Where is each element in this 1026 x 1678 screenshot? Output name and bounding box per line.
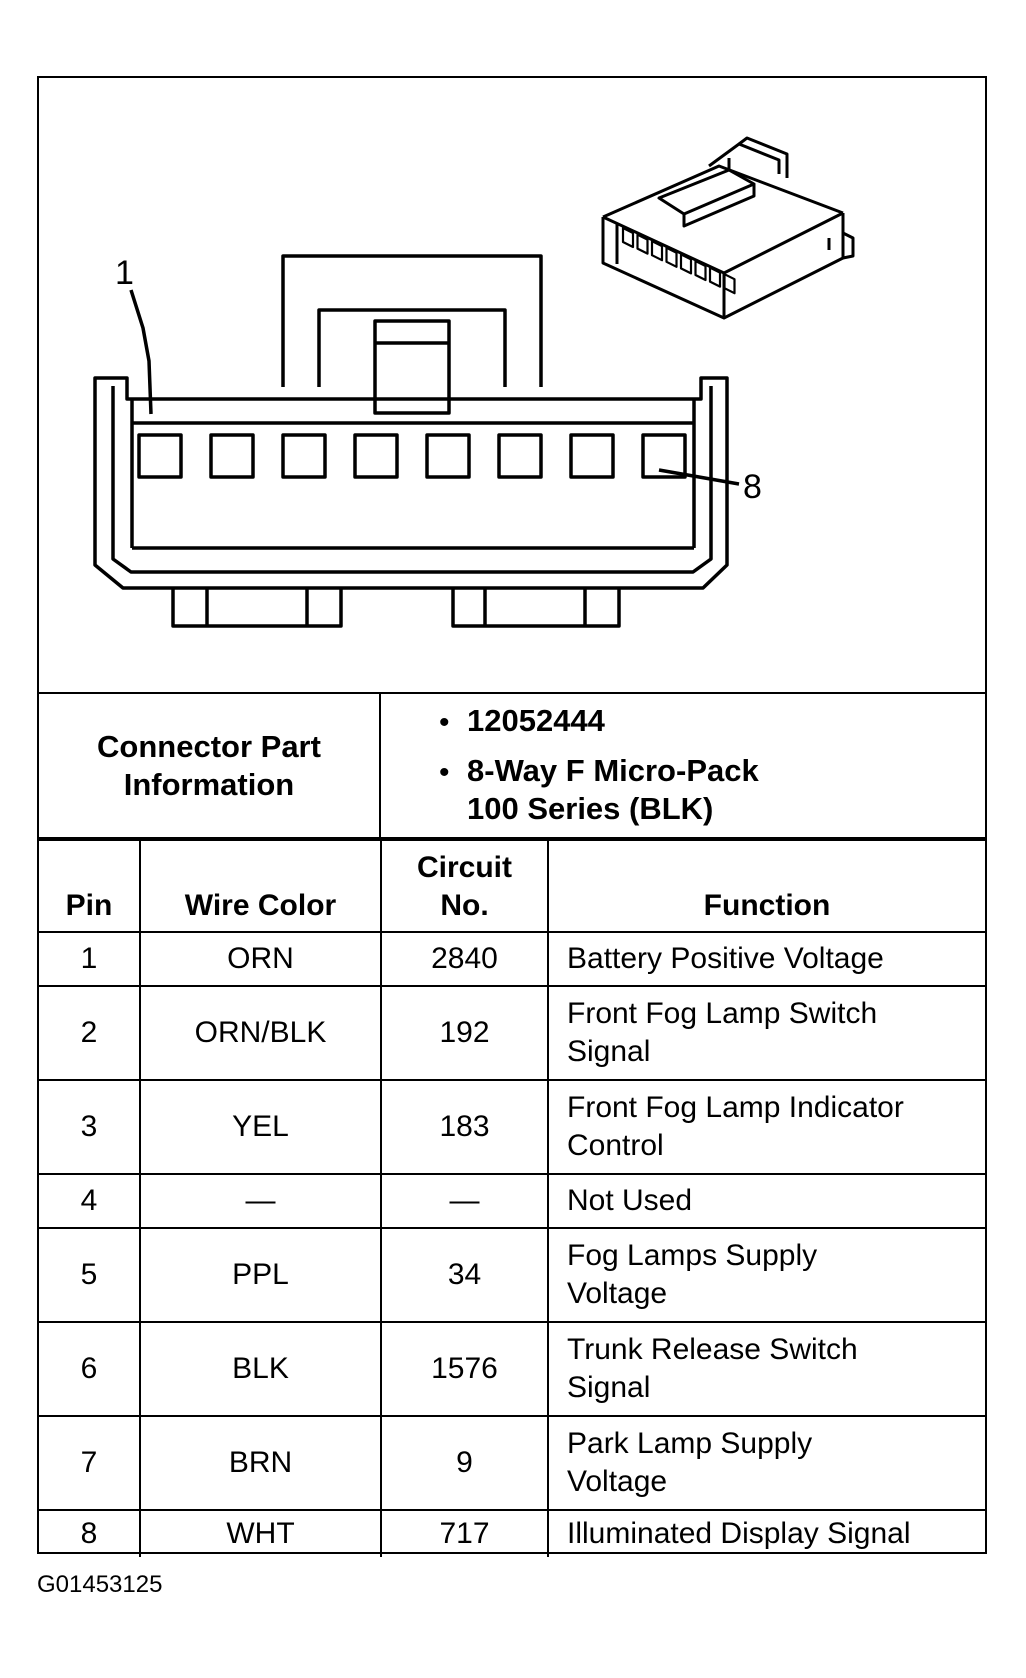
connector-diagram: 1 8 bbox=[93, 136, 855, 628]
pin-cavity bbox=[209, 433, 255, 479]
pin-8-leader bbox=[658, 468, 740, 486]
header-circuit-line1: Circuit bbox=[416, 851, 512, 884]
pin-cell: 2 bbox=[39, 985, 141, 1081]
pin-cell: 4 bbox=[39, 1173, 141, 1229]
pin-1-leader bbox=[129, 289, 153, 415]
function-line1: Trunk Release Switch bbox=[567, 1333, 858, 1366]
header-circuit-no: Circuit No. bbox=[380, 839, 549, 933]
circuit-cell: 183 bbox=[380, 1079, 549, 1175]
pin-8-label: 8 bbox=[743, 468, 762, 506]
wire-color-cell: WHT bbox=[139, 1509, 382, 1557]
function-line1: Battery Positive Voltage bbox=[567, 942, 884, 975]
header-circuit-line2: No. bbox=[440, 889, 489, 922]
wire-color-cell: BRN bbox=[139, 1415, 382, 1511]
function-line2: Signal bbox=[567, 1035, 651, 1068]
function-line2: Voltage bbox=[567, 1465, 668, 1498]
pin-cavity bbox=[137, 433, 183, 479]
wire-color-cell: — bbox=[139, 1173, 382, 1229]
pin-cell: 5 bbox=[39, 1227, 141, 1323]
circuit-cell: 34 bbox=[380, 1227, 549, 1323]
function-cell: Battery Positive Voltage bbox=[547, 931, 985, 987]
connector-part-label-line1: Connector Part bbox=[97, 728, 321, 764]
function-line1: Illuminated Display Signal bbox=[567, 1517, 911, 1550]
pin-1-label: 1 bbox=[115, 254, 134, 292]
pin-cavity bbox=[281, 433, 327, 479]
pin-cell: 1 bbox=[39, 931, 141, 987]
bullet-icon: • bbox=[439, 756, 450, 789]
header-function: Function bbox=[547, 839, 985, 933]
table-header-row: Pin Wire Color Circuit No. Function bbox=[39, 839, 985, 933]
connector-figure: 1 8 Connector Part Information • 1205244… bbox=[37, 76, 987, 1557]
connector-description-line1: 8-Way F Micro-Pack bbox=[467, 753, 759, 788]
pin-cell: 8 bbox=[39, 1509, 141, 1557]
bullet-icon: • bbox=[439, 706, 450, 739]
isometric-pin-cavity bbox=[665, 246, 678, 268]
function-line1: Not Used bbox=[567, 1184, 693, 1217]
circuit-cell: 2840 bbox=[380, 931, 549, 987]
circuit-cell: 717 bbox=[380, 1509, 549, 1557]
pin-cavity bbox=[497, 433, 543, 479]
isometric-pin-cavity bbox=[650, 240, 664, 262]
figure-code: G01453125 bbox=[37, 1571, 163, 1598]
wire-color-cell: PPL bbox=[139, 1227, 382, 1323]
connector-face bbox=[93, 254, 729, 628]
connector-part-values: • 12052444 • 8-Way F Micro-Pack 100 Seri… bbox=[381, 694, 985, 837]
isometric-pin-cavity bbox=[679, 253, 693, 275]
wire-color-cell: ORN/BLK bbox=[139, 985, 382, 1081]
pin-cavity bbox=[569, 433, 615, 479]
function-line2: Control bbox=[567, 1129, 664, 1162]
circuit-cell: — bbox=[380, 1173, 549, 1229]
isometric-pin-cavity bbox=[636, 233, 649, 255]
circuit-cell: 192 bbox=[380, 985, 549, 1081]
pin-cavity bbox=[425, 433, 471, 479]
table-row: 4——Not Used bbox=[39, 1173, 985, 1229]
pin-cell: 7 bbox=[39, 1415, 141, 1511]
header-pin: Pin bbox=[39, 839, 141, 933]
header-wire-color: Wire Color bbox=[139, 839, 382, 933]
wire-color-cell: YEL bbox=[139, 1079, 382, 1175]
pin-cavity bbox=[353, 433, 399, 479]
function-cell: Not Used bbox=[547, 1173, 985, 1229]
function-line1: Front Fog Lamp Switch bbox=[567, 997, 878, 1030]
wire-color-cell: ORN bbox=[139, 931, 382, 987]
pin-cavities bbox=[137, 433, 687, 479]
pin-cavity bbox=[641, 433, 687, 479]
wire-color-cell: BLK bbox=[139, 1321, 382, 1417]
connector-part-information: Connector Part Information • 12052444 • … bbox=[39, 692, 985, 839]
isometric-pin-cavity bbox=[694, 259, 707, 282]
connector-part-label-line2: Information bbox=[123, 766, 295, 802]
part-number: 12052444 bbox=[467, 703, 605, 738]
circuit-cell: 9 bbox=[380, 1415, 549, 1511]
function-line2: Signal bbox=[567, 1371, 651, 1404]
pin-cell: 3 bbox=[39, 1079, 141, 1175]
connector-isometric-view bbox=[601, 136, 855, 320]
isometric-pin-cavity bbox=[621, 226, 635, 249]
function-line1: Fog Lamps Supply bbox=[567, 1239, 818, 1272]
function-line1: Front Fog Lamp Indicator bbox=[567, 1091, 904, 1124]
connector-part-label: Connector Part Information bbox=[39, 694, 381, 837]
pin-cell: 6 bbox=[39, 1321, 141, 1417]
isometric-pin-cavity bbox=[723, 273, 736, 295]
function-cell: Illuminated Display Signal bbox=[547, 1509, 985, 1557]
function-line2: Voltage bbox=[567, 1277, 668, 1310]
function-line1: Park Lamp Supply bbox=[567, 1427, 813, 1460]
isometric-pin-cavities bbox=[621, 226, 736, 295]
isometric-pin-cavity bbox=[708, 266, 722, 288]
connector-description-line2: 100 Series (BLK) bbox=[467, 791, 714, 826]
circuit-cell: 1576 bbox=[380, 1321, 549, 1417]
